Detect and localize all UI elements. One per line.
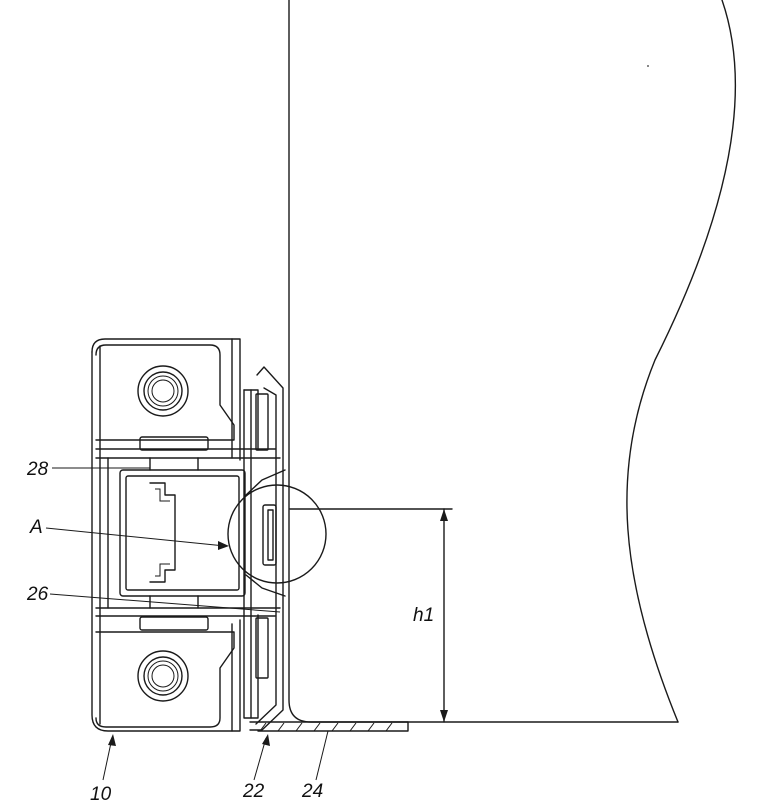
- label-28: 28: [26, 459, 49, 480]
- label-26: 26: [26, 584, 49, 605]
- label-A: A: [29, 517, 43, 538]
- lock-housing: [91, 338, 281, 732]
- bottom-plate: [249, 721, 409, 732]
- dimension-h1: [289, 508, 453, 723]
- label-h1: h1: [413, 605, 434, 626]
- leader-lines: [45, 467, 329, 781]
- door-panel: [288, 0, 736, 723]
- detail-A: [227, 469, 327, 597]
- label-10: 10: [90, 784, 112, 805]
- label-24: 24: [301, 781, 323, 802]
- label-22: 22: [242, 781, 265, 802]
